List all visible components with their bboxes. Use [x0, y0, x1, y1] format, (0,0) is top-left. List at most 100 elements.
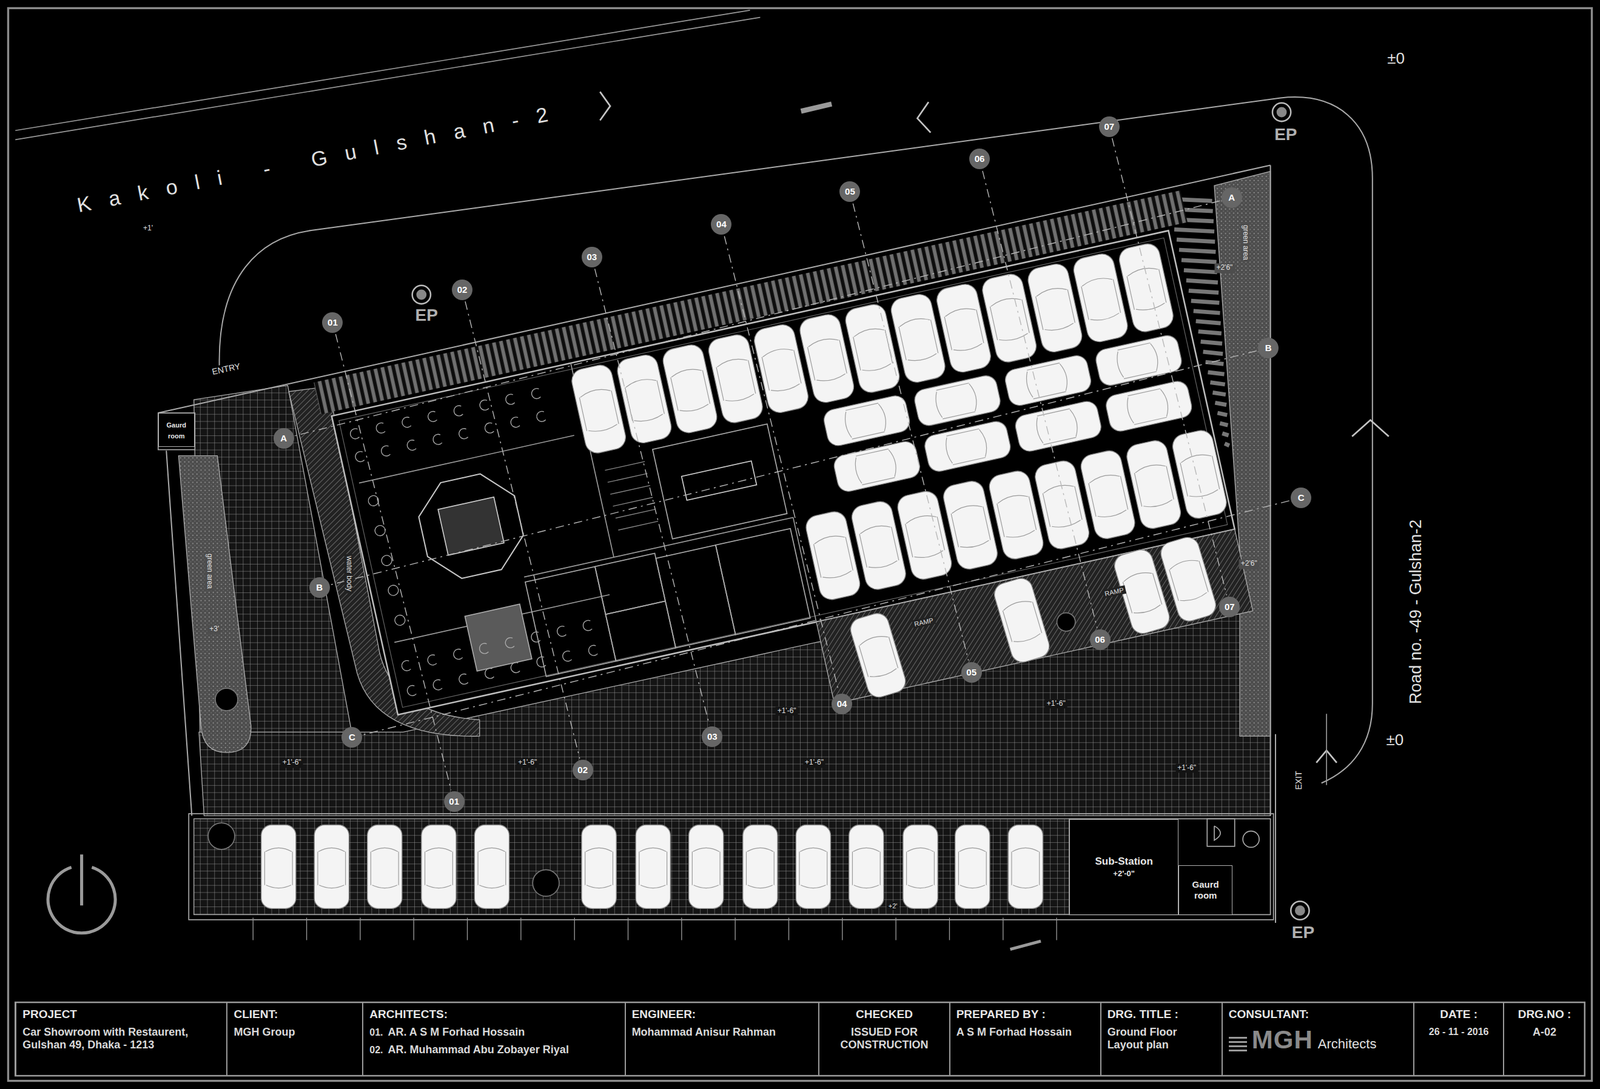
- car: [581, 824, 617, 909]
- text-row: A: [1228, 192, 1235, 204]
- seat: [406, 439, 417, 452]
- car-detail: [1080, 275, 1121, 323]
- dimension-tick: [574, 917, 575, 941]
- grid-bubble: 06: [1089, 629, 1111, 651]
- grid-number: 05: [966, 667, 977, 678]
- car-detail: [692, 847, 720, 888]
- building: [313, 190, 1274, 804]
- building: [604, 461, 659, 531]
- sun-fin: [1176, 239, 1215, 242]
- car-detail: [852, 326, 893, 374]
- text-row: DRG.NO :: [1510, 1008, 1579, 1022]
- car-detail: [1034, 408, 1080, 446]
- ramp-label: RAMP: [1102, 585, 1127, 599]
- car: [991, 575, 1053, 665]
- car-detail: [715, 356, 757, 404]
- parking-strip: [1206, 818, 1235, 847]
- car: [689, 824, 724, 909]
- sun-fin: [1208, 372, 1225, 375]
- grid-bubble: 02: [451, 279, 473, 301]
- seat: [432, 679, 443, 691]
- cell-value: 02.: [369, 1045, 383, 1056]
- seat: [556, 625, 567, 638]
- text-row: 04: [716, 218, 727, 230]
- logo-stripe: [1228, 1041, 1248, 1044]
- parking-strip: [188, 813, 1274, 921]
- car: [1008, 824, 1043, 909]
- logo-stripe: [1228, 1045, 1248, 1048]
- car: [849, 824, 884, 909]
- grid-bubble: C: [1290, 487, 1312, 509]
- car-body: [1003, 353, 1093, 408]
- text-row: 04: [836, 698, 848, 710]
- car-detail: [806, 336, 848, 384]
- text-row: 03: [586, 251, 597, 263]
- seat: [510, 416, 521, 429]
- cell-value: 26 - 11 - 2016: [1428, 1026, 1490, 1038]
- sun-fin: [1210, 382, 1225, 385]
- grid-number: 05: [844, 186, 856, 197]
- text-row: MGH Group: [233, 1026, 357, 1040]
- car: [421, 824, 457, 909]
- car-body: [955, 824, 990, 909]
- car-detail: [1087, 472, 1129, 520]
- text-row: 02. AR. Muhammad Abu Zobayer Riyal: [369, 1043, 619, 1058]
- title-block-frame: [15, 1002, 1585, 1076]
- seat: [380, 554, 394, 567]
- text-row: PREPARED BY :: [956, 1008, 1095, 1022]
- parking-strip: [1242, 831, 1260, 848]
- parking-strip: [188, 813, 1274, 921]
- grid-number: C: [1297, 492, 1305, 503]
- grid-number: 01: [448, 796, 460, 807]
- area-label: water body: [344, 553, 354, 594]
- seat: [530, 388, 542, 400]
- text-row: PROJECT: [22, 1008, 221, 1022]
- car-detail: [995, 493, 1037, 541]
- seat: [354, 451, 365, 463]
- text-row: Mohammad Anisur Rahman: [631, 1026, 813, 1040]
- text-row: A-02: [1510, 1026, 1579, 1040]
- grid-bubble: 01: [443, 791, 465, 813]
- title-block-cell: CLIENT:MGH Group: [226, 1003, 363, 1077]
- entry-label: ENTRY: [209, 360, 244, 378]
- room-name: Gaurd room: [166, 421, 187, 440]
- car-detail: [1133, 462, 1175, 510]
- grid-line: [331, 351, 1257, 586]
- cell-heading: CONSULTANT:: [1228, 1008, 1309, 1021]
- title-block-cell: DRG.NO : A-02: [1502, 1003, 1585, 1077]
- seat: [393, 614, 406, 627]
- cell-value: AR. Muhammad Abu Zobayer Riyal: [388, 1043, 569, 1056]
- seat: [504, 393, 515, 406]
- seat: [504, 637, 515, 649]
- grid-bubble: 05: [839, 181, 861, 202]
- car-detail: [898, 315, 939, 364]
- car-body: [261, 824, 296, 909]
- seat: [386, 584, 400, 597]
- car-detail: [1023, 362, 1070, 400]
- level-mark: ±0: [1385, 49, 1407, 68]
- seat: [484, 422, 495, 434]
- text-row: A: [280, 433, 287, 444]
- car-detail: [842, 402, 888, 440]
- cell-value: 01.: [369, 1027, 383, 1038]
- grid-number: A: [1228, 192, 1235, 203]
- logo-stripe: [1228, 1037, 1248, 1039]
- text-row: ARCHITECTS:: [369, 1008, 619, 1022]
- level-mark: ±0: [1384, 730, 1406, 750]
- cell-heading: DATE :: [1439, 1008, 1478, 1021]
- car-body: [1013, 399, 1104, 454]
- grid-number: C: [348, 732, 356, 743]
- car-body: [1117, 241, 1176, 334]
- grid-number: 06: [1094, 634, 1106, 645]
- car-detail: [317, 847, 346, 888]
- car: [261, 824, 296, 909]
- grid-number: 06: [974, 153, 985, 164]
- sun-fin: [1196, 321, 1221, 324]
- text-row: ISSUED FOR CONSTRUCTION: [825, 1026, 943, 1053]
- car-detail: [585, 847, 614, 888]
- car: [474, 824, 509, 909]
- car: [1013, 399, 1104, 454]
- car-detail: [746, 847, 775, 888]
